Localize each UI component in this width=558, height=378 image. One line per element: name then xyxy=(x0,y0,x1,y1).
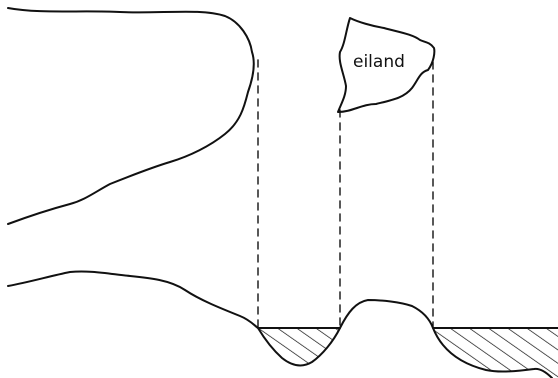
mainland-top-view xyxy=(8,8,254,224)
water-hatch-left-basin xyxy=(250,320,350,378)
island-label: eiland xyxy=(353,52,405,72)
